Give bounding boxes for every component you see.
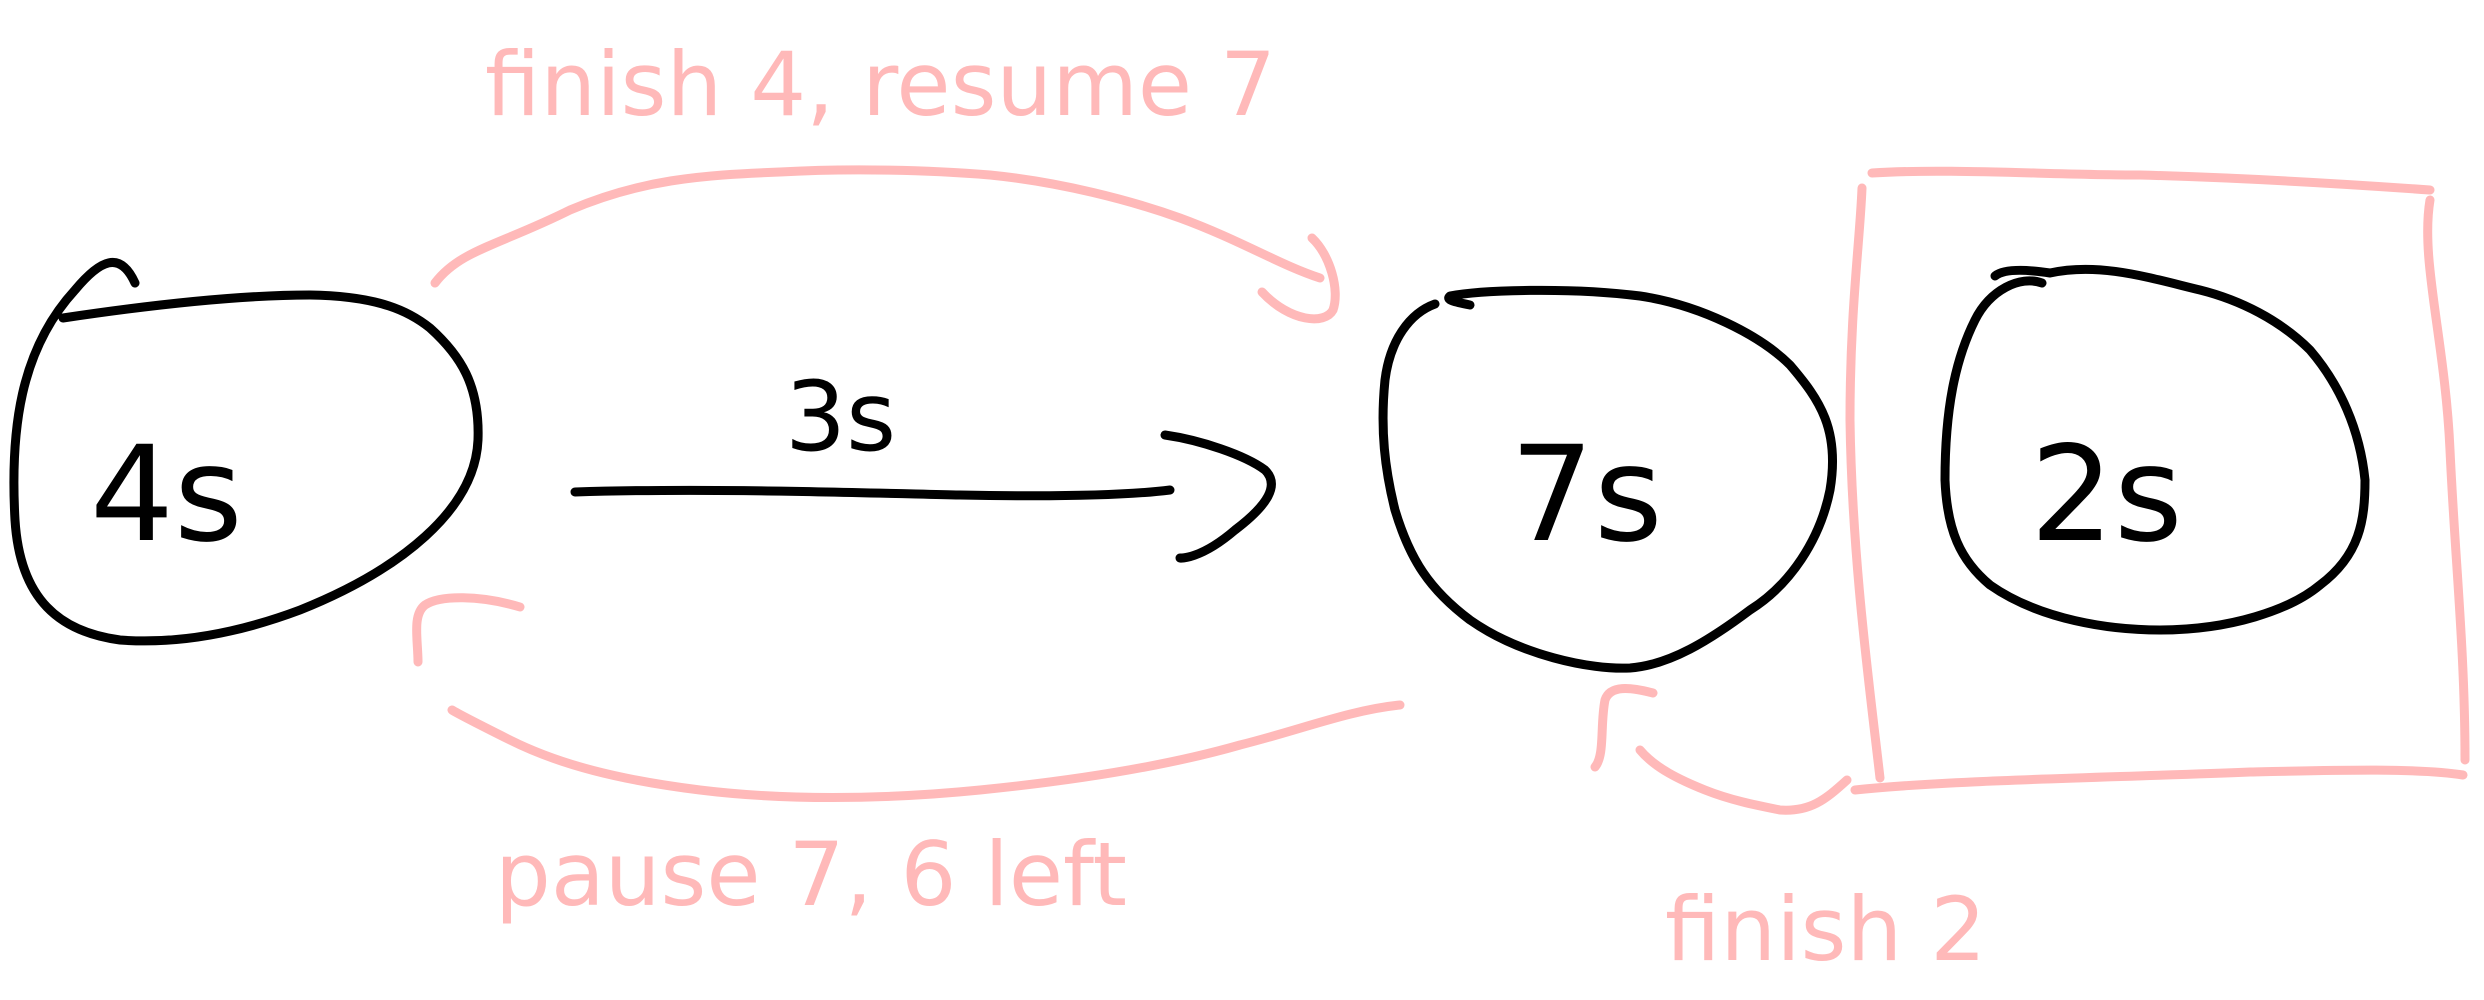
bottom-arrow-head <box>412 593 525 667</box>
annotation-bottom-right: finish 2 <box>1665 878 1986 981</box>
main-arrow-head <box>1160 430 1276 563</box>
main-arrow-shaft <box>570 485 1175 501</box>
middle-node-outline <box>1378 285 1838 673</box>
middle-node-label: 7s <box>1510 418 1663 572</box>
right-node-label: 2s <box>2030 418 2183 572</box>
top-arrow <box>430 165 1340 324</box>
left-node-label: 4s <box>90 418 243 572</box>
top-arrow-head <box>1257 233 1340 324</box>
left-node-outline <box>9 258 483 646</box>
main-arrow-label: 3s <box>785 361 896 473</box>
bottom-arrow <box>412 593 1405 802</box>
bottom-right-arrow-head <box>1590 684 1658 772</box>
right-node-outline <box>1940 264 2370 635</box>
annotation-bottom: pause 7, 6 left <box>495 823 1127 926</box>
main-arrow <box>570 430 1276 563</box>
right-node-frame <box>1845 166 2470 795</box>
bottom-right-arrow <box>1590 684 1852 815</box>
annotation-top: finish 4, resume 7 <box>485 33 1276 136</box>
